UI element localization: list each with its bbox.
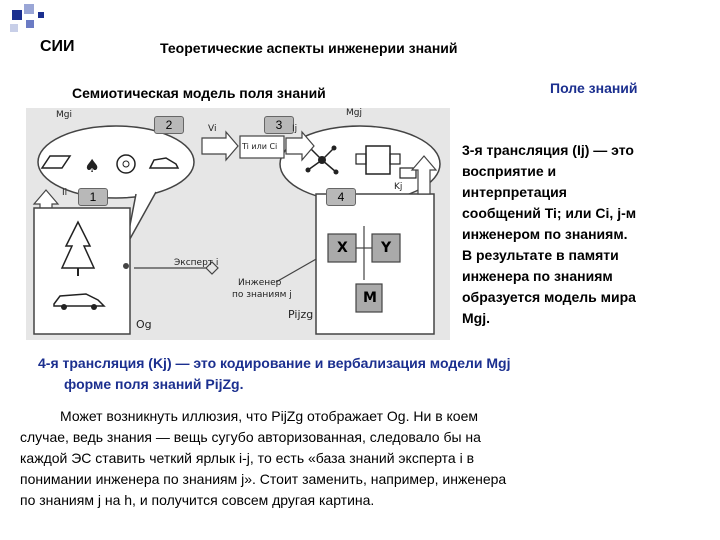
expert-figure-icon [123,263,129,269]
expert-bubble [37,125,195,199]
side-line: 3-я трансляция (Ij) — это [462,142,634,158]
label-og: Og [136,318,152,331]
y-box [371,233,401,263]
badge-3: 3 [264,116,294,134]
label-mgi: Mgi [56,110,72,120]
semiotic-diagram: ♠ [26,108,450,340]
side-text: 3-я трансляция (Ij) — это восприятие и и… [462,140,718,329]
arrow-v [201,130,239,162]
label-vi: Vi [208,124,217,134]
engineer-pointer [275,257,319,283]
model-box [315,193,435,335]
label-engineer-2: по знаниям j [232,290,292,300]
side-line: сообщений Ti; или Ci, j-м [462,205,637,221]
wheel-icon [116,154,136,174]
message-box [239,135,285,159]
car-icon [148,157,180,169]
label-kj: Kj [394,182,403,192]
label-ii: Ii [62,188,68,198]
car-side-icon [53,293,106,307]
section-label: СИИ [40,38,75,55]
fourth-translation-line1: 4-я трансляция (Kj) — это кодирование и … [38,355,511,371]
side-line: инженером по знаниям. [462,226,628,242]
badge-2: 2 [154,116,184,134]
expert-arrow [134,261,219,275]
label-y: Y [381,240,392,256]
label-m: M [363,290,377,306]
side-line: восприятие и [462,163,557,179]
world-box [33,207,131,335]
diagram-graphics: ♠ [32,125,441,335]
fourth-translation-line2: форме поля знаний PijZg. [64,376,244,392]
badge-4: 4 [326,188,356,206]
field-title: Поле знаний [550,80,638,96]
label-mgj: Mgj [346,108,362,118]
parallelogram-icon [40,155,72,169]
page-title: Теоретические аспекты инженерии знаний [160,40,458,56]
body-paragraph: Может возникнуть иллюзия, что PijZg отоб… [20,406,700,511]
wheel-hub-icon [122,160,130,168]
paragraph-line: каждой ЭС ставить четкий ярлык i-j, то е… [20,450,475,466]
label-expert: Эксперт i [174,258,219,268]
side-line: Mgj. [462,310,490,326]
badge-1: 1 [78,188,108,206]
label-engineer-1: Инженер [238,278,282,288]
m-box [355,283,383,313]
spade-icon: ♠ [84,156,100,177]
arrow-i [285,130,315,162]
paragraph-line: случае, ведь знания — вещь сугубо автори… [20,429,481,445]
side-line: инженера по знаниям [462,268,613,284]
paragraph-line: Может возникнуть иллюзия, что PijZg отоб… [60,408,479,424]
diagram-title: Семиотическая модель поля знаний [72,85,326,101]
label-ij: Ij [292,124,298,134]
side-line: В результате в памяти [462,247,619,263]
label-t-or-c: Ti или Ci [242,142,278,151]
label-x: X [337,240,348,256]
label-pzg: Pijzg [288,308,314,321]
corner-decoration [0,0,60,50]
side-line: интерпретация [462,184,567,200]
side-line: образуется модель мира [462,289,636,305]
paragraph-line: понимании инженера по знаниям j». Стоит … [20,471,507,487]
paragraph-line: по знаниям j на h, и получится совсем др… [20,492,375,508]
arrow-k [410,155,438,195]
